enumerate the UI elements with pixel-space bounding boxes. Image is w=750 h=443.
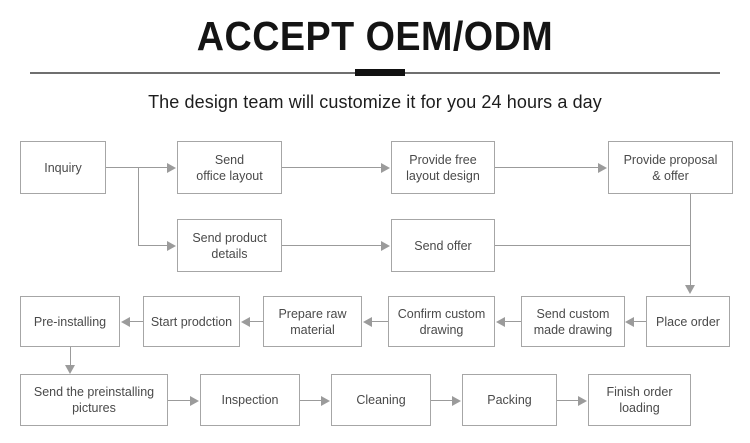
flow-node-pre-installing: Pre-installing: [20, 296, 120, 347]
connector-branch-to-send-product-details: [138, 245, 168, 246]
flow-node-provide-proposal-offer: Provide proposal & offer: [608, 141, 733, 194]
flow-node-provide-free-layout-design: Provide free layout design: [391, 141, 495, 194]
flow-node-label: Send offer: [414, 238, 472, 253]
connector-product-details-to-send-offer: [282, 245, 382, 246]
flow-node-label: Confirm custom drawing: [397, 306, 486, 337]
flow-node-inspection: Inspection: [200, 374, 300, 426]
connector-branch-to-send-office-layout: [138, 167, 168, 168]
connector-branch-trunk: [138, 167, 139, 246]
flow-node-label: Cleaning: [356, 393, 406, 407]
flow-node-send-offer: Send offer: [391, 219, 495, 272]
flow-node-label: Start prodction: [150, 314, 233, 329]
flow-node-label: Send custom made drawing: [533, 306, 613, 337]
connector-cleaning-to-packing: [431, 400, 453, 401]
flow-node-label: Place order: [656, 314, 720, 329]
flow-node-label: Send the preinstalling pictures: [33, 385, 155, 415]
arrow-left-icon: [241, 317, 250, 327]
flow-node-send-custom-made-drawing: Send custom made drawing: [521, 296, 625, 347]
flow-node-label: Inquiry: [44, 160, 82, 175]
arrow-right-icon: [578, 396, 587, 406]
connector-custom-drawing-to-confirm: [505, 321, 521, 322]
flow-node-packing: Packing: [462, 374, 557, 426]
flow-node-label: Inspection: [221, 393, 279, 407]
flow-node-label: Provide free layout design: [406, 152, 480, 183]
arrow-left-icon: [625, 317, 634, 327]
connector-place-order-to-custom-drawing: [634, 321, 646, 322]
arrow-left-icon: [121, 317, 130, 327]
flow-node-finish-order-loading: Finish order loading: [588, 374, 691, 426]
flow-node-label: Provide proposal & offer: [623, 152, 718, 183]
arrow-down-icon: [65, 365, 75, 374]
connector-prepare-raw-to-start-prodction: [250, 321, 263, 322]
flow-node-label: Send product details: [192, 230, 267, 261]
connector-office-layout-to-free-design: [282, 167, 382, 168]
page-subtitle: The design team will customize it for yo…: [148, 92, 602, 112]
flow-node-place-order: Place order: [646, 296, 730, 347]
flow-node-send-office-layout: Send office layout: [177, 141, 282, 194]
connector-inspection-to-cleaning: [300, 400, 322, 401]
title-divider: [30, 69, 720, 76]
arrow-right-icon: [381, 163, 390, 173]
flow-node-label: Send office layout: [196, 152, 263, 183]
connector-preinstalling-pictures-to-inspection: [168, 400, 191, 401]
connector-confirm-to-prepare-raw: [372, 321, 388, 322]
connector-inquiry-to-branch: [106, 167, 139, 168]
arrow-right-icon: [452, 396, 461, 406]
flow-node-send-the-preinstalling-pictures: Send the preinstalling pictures: [20, 374, 168, 426]
flow-node-confirm-custom-drawing: Confirm custom drawing: [388, 296, 495, 347]
flow-node-label: Finish order loading: [606, 385, 673, 415]
divider-accent-bar: [355, 69, 405, 76]
flow-node-cleaning: Cleaning: [331, 374, 431, 426]
page-title: ACCEPT OEM/ODM: [196, 13, 554, 59]
arrow-right-icon: [167, 241, 176, 251]
arrow-down-icon: [685, 285, 695, 294]
arrow-right-icon: [321, 396, 330, 406]
connector-free-design-to-proposal: [495, 167, 599, 168]
connector-proposal-to-place-order: [690, 194, 691, 286]
arrow-left-icon: [363, 317, 372, 327]
connector-packing-to-finish-order-loading: [557, 400, 579, 401]
flow-node-inquiry: Inquiry: [20, 141, 106, 194]
flow-node-send-product-details: Send product details: [177, 219, 282, 272]
flow-node-prepare-raw-material: Prepare raw material: [263, 296, 362, 347]
arrow-right-icon: [598, 163, 607, 173]
arrow-right-icon: [167, 163, 176, 173]
connector-send-offer-to-trunk: [495, 245, 691, 246]
flow-node-start-prodction: Start prodction: [143, 296, 240, 347]
flow-node-label: Packing: [487, 393, 532, 407]
arrow-right-icon: [190, 396, 199, 406]
connector-start-prodction-to-pre-installing: [130, 321, 143, 322]
flow-node-label: Prepare raw material: [278, 306, 347, 337]
arrow-right-icon: [381, 241, 390, 251]
connector-pre-installing-to-preinstalling-pictures: [70, 347, 71, 366]
flow-node-label: Pre-installing: [33, 314, 107, 329]
arrow-left-icon: [496, 317, 505, 327]
